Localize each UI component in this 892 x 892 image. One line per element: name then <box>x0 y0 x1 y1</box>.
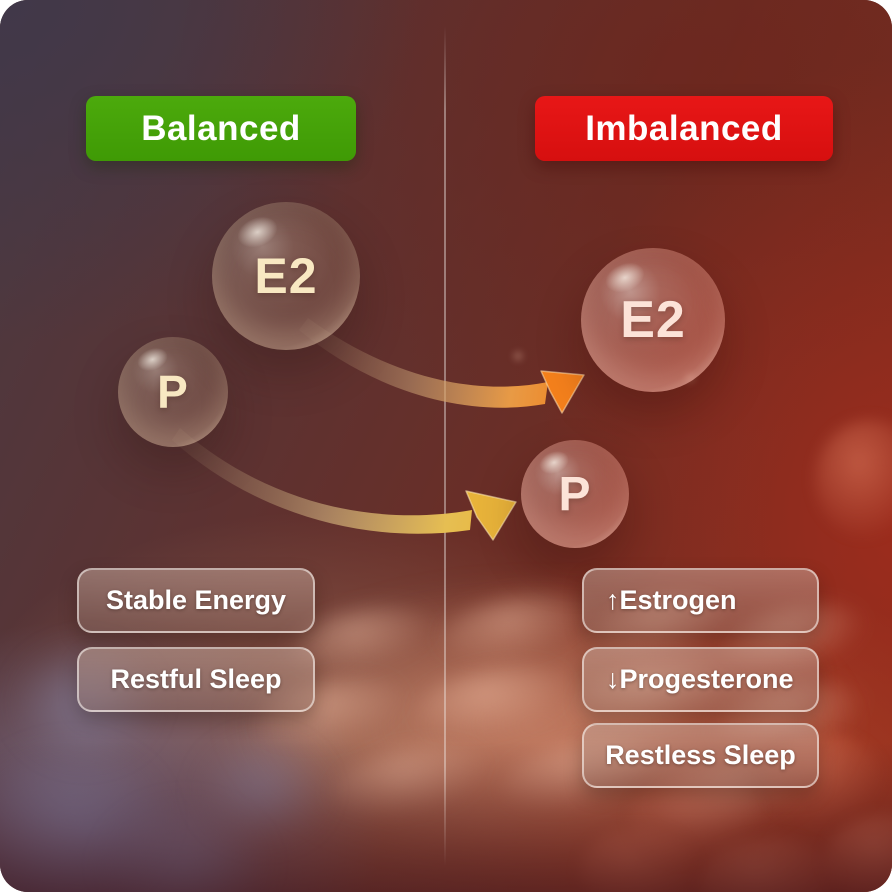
sphere-e2-balanced: E2 <box>212 202 360 350</box>
pill-stable-energy: Stable Energy <box>77 568 315 633</box>
pill-restless-sleep-label: Restless Sleep <box>605 740 796 770</box>
sphere-e2-imbalanced-label: E2 <box>620 291 686 349</box>
balanced-badge: Balanced <box>86 96 356 161</box>
pill-low-progesterone-label: ↓Progesterone <box>606 664 794 694</box>
sphere-p-imbalanced-label: P <box>558 467 592 521</box>
sphere-e2-balanced-label: E2 <box>254 248 318 304</box>
imbalanced-badge: Imbalanced <box>535 96 833 161</box>
texture-blob <box>815 420 892 540</box>
sphere-e2-imbalanced: E2 <box>581 248 725 392</box>
pill-low-progesterone: ↓Progesterone <box>582 647 819 712</box>
pill-high-estrogen-label: ↑Estrogen <box>606 585 737 615</box>
sphere-p-balanced-label: P <box>157 366 189 418</box>
pill-restful-sleep-label: Restful Sleep <box>110 664 282 694</box>
divider-line <box>444 26 446 866</box>
pill-restless-sleep: Restless Sleep <box>582 723 819 788</box>
pill-restful-sleep: Restful Sleep <box>77 647 315 712</box>
pill-stable-energy-label: Stable Energy <box>105 585 287 615</box>
texture-blob <box>510 348 526 364</box>
balanced-badge-label: Balanced <box>141 108 301 148</box>
pill-high-estrogen: ↑Estrogen <box>582 568 819 633</box>
imbalanced-badge-label: Imbalanced <box>585 108 783 148</box>
sphere-p-balanced: P <box>118 337 228 447</box>
sphere-p-imbalanced: P <box>521 440 629 548</box>
